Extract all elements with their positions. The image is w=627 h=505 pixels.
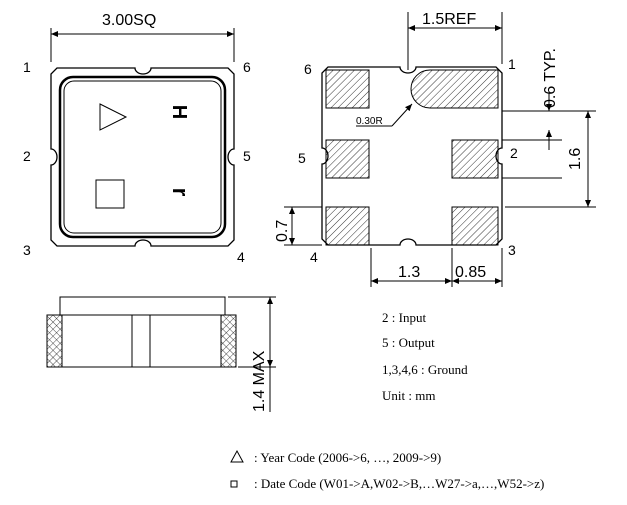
top-pin-6: 6 xyxy=(243,59,251,75)
bottom-pin-6: 6 xyxy=(304,61,312,77)
pad-2 xyxy=(451,139,499,179)
marking-legend: : Year Code (2006->6, …, 2009->9) : Date… xyxy=(230,449,544,491)
corner-radius-label: 0.30R xyxy=(356,116,383,127)
package-lid xyxy=(58,75,227,239)
pad-pitch-ref-label: 1.5REF xyxy=(422,11,476,28)
package-size-label: 3.00SQ xyxy=(102,12,156,29)
legend-triangle-icon xyxy=(230,449,244,463)
bottom-pin-2: 2 xyxy=(510,145,518,161)
note-input: 2 : Input xyxy=(382,310,426,325)
top-view: 3.00SQ H r 1 6 2 5 3 4 xyxy=(23,12,251,265)
note-ground: 1,3,4,6 : Ground xyxy=(382,362,468,377)
pad-4 xyxy=(325,206,370,246)
date-code-square-icon xyxy=(95,179,125,209)
bottom-pin-4: 4 xyxy=(310,249,318,265)
pad-spacing-h-label: 1.3 xyxy=(398,264,420,281)
legend-square-icon xyxy=(230,480,238,488)
note-unit: Unit : mm xyxy=(382,388,435,403)
pad-height-label: 0.7 xyxy=(274,220,291,242)
pad-3 xyxy=(451,206,499,246)
top-pin-4: 4 xyxy=(237,249,245,265)
pad-spacing-v-label: 1.6 xyxy=(567,148,584,170)
top-pin-1: 1 xyxy=(23,59,31,75)
note-output: 5 : Output xyxy=(382,335,435,350)
year-code-triangle-icon xyxy=(99,103,128,131)
marking-r: r xyxy=(168,188,193,197)
pad-1 xyxy=(410,69,499,109)
pad-5 xyxy=(325,139,370,179)
bottom-pin-5: 5 xyxy=(298,150,306,166)
legend-date-code: : Date Code (W01->A,W02->B,…W27->a,…,W52… xyxy=(254,476,544,491)
marking-h: H xyxy=(168,105,190,119)
pad-width-typ-label: 0.6 TYP. xyxy=(542,48,559,108)
top-pin-2: 2 xyxy=(23,148,31,164)
bottom-view: 1.5REF 0.6 TYP. 1.6 0.7 0.30R xyxy=(274,11,596,287)
bottom-pin-3: 3 xyxy=(508,242,516,258)
height-max-label: 1.4 MAX xyxy=(251,350,268,412)
pin-notes: 2 : Input 5 : Output 1,3,4,6 : Ground Un… xyxy=(382,310,468,403)
top-pin-3: 3 xyxy=(23,242,31,258)
legend-year-code: : Year Code (2006->6, …, 2009->9) xyxy=(254,450,441,465)
pad-length-label: 0.85 xyxy=(455,264,486,281)
pad-6 xyxy=(325,69,370,109)
side-view: 1.4 MAX xyxy=(46,296,276,412)
bottom-pin-1: 1 xyxy=(508,56,516,72)
top-pin-5: 5 xyxy=(243,148,251,164)
